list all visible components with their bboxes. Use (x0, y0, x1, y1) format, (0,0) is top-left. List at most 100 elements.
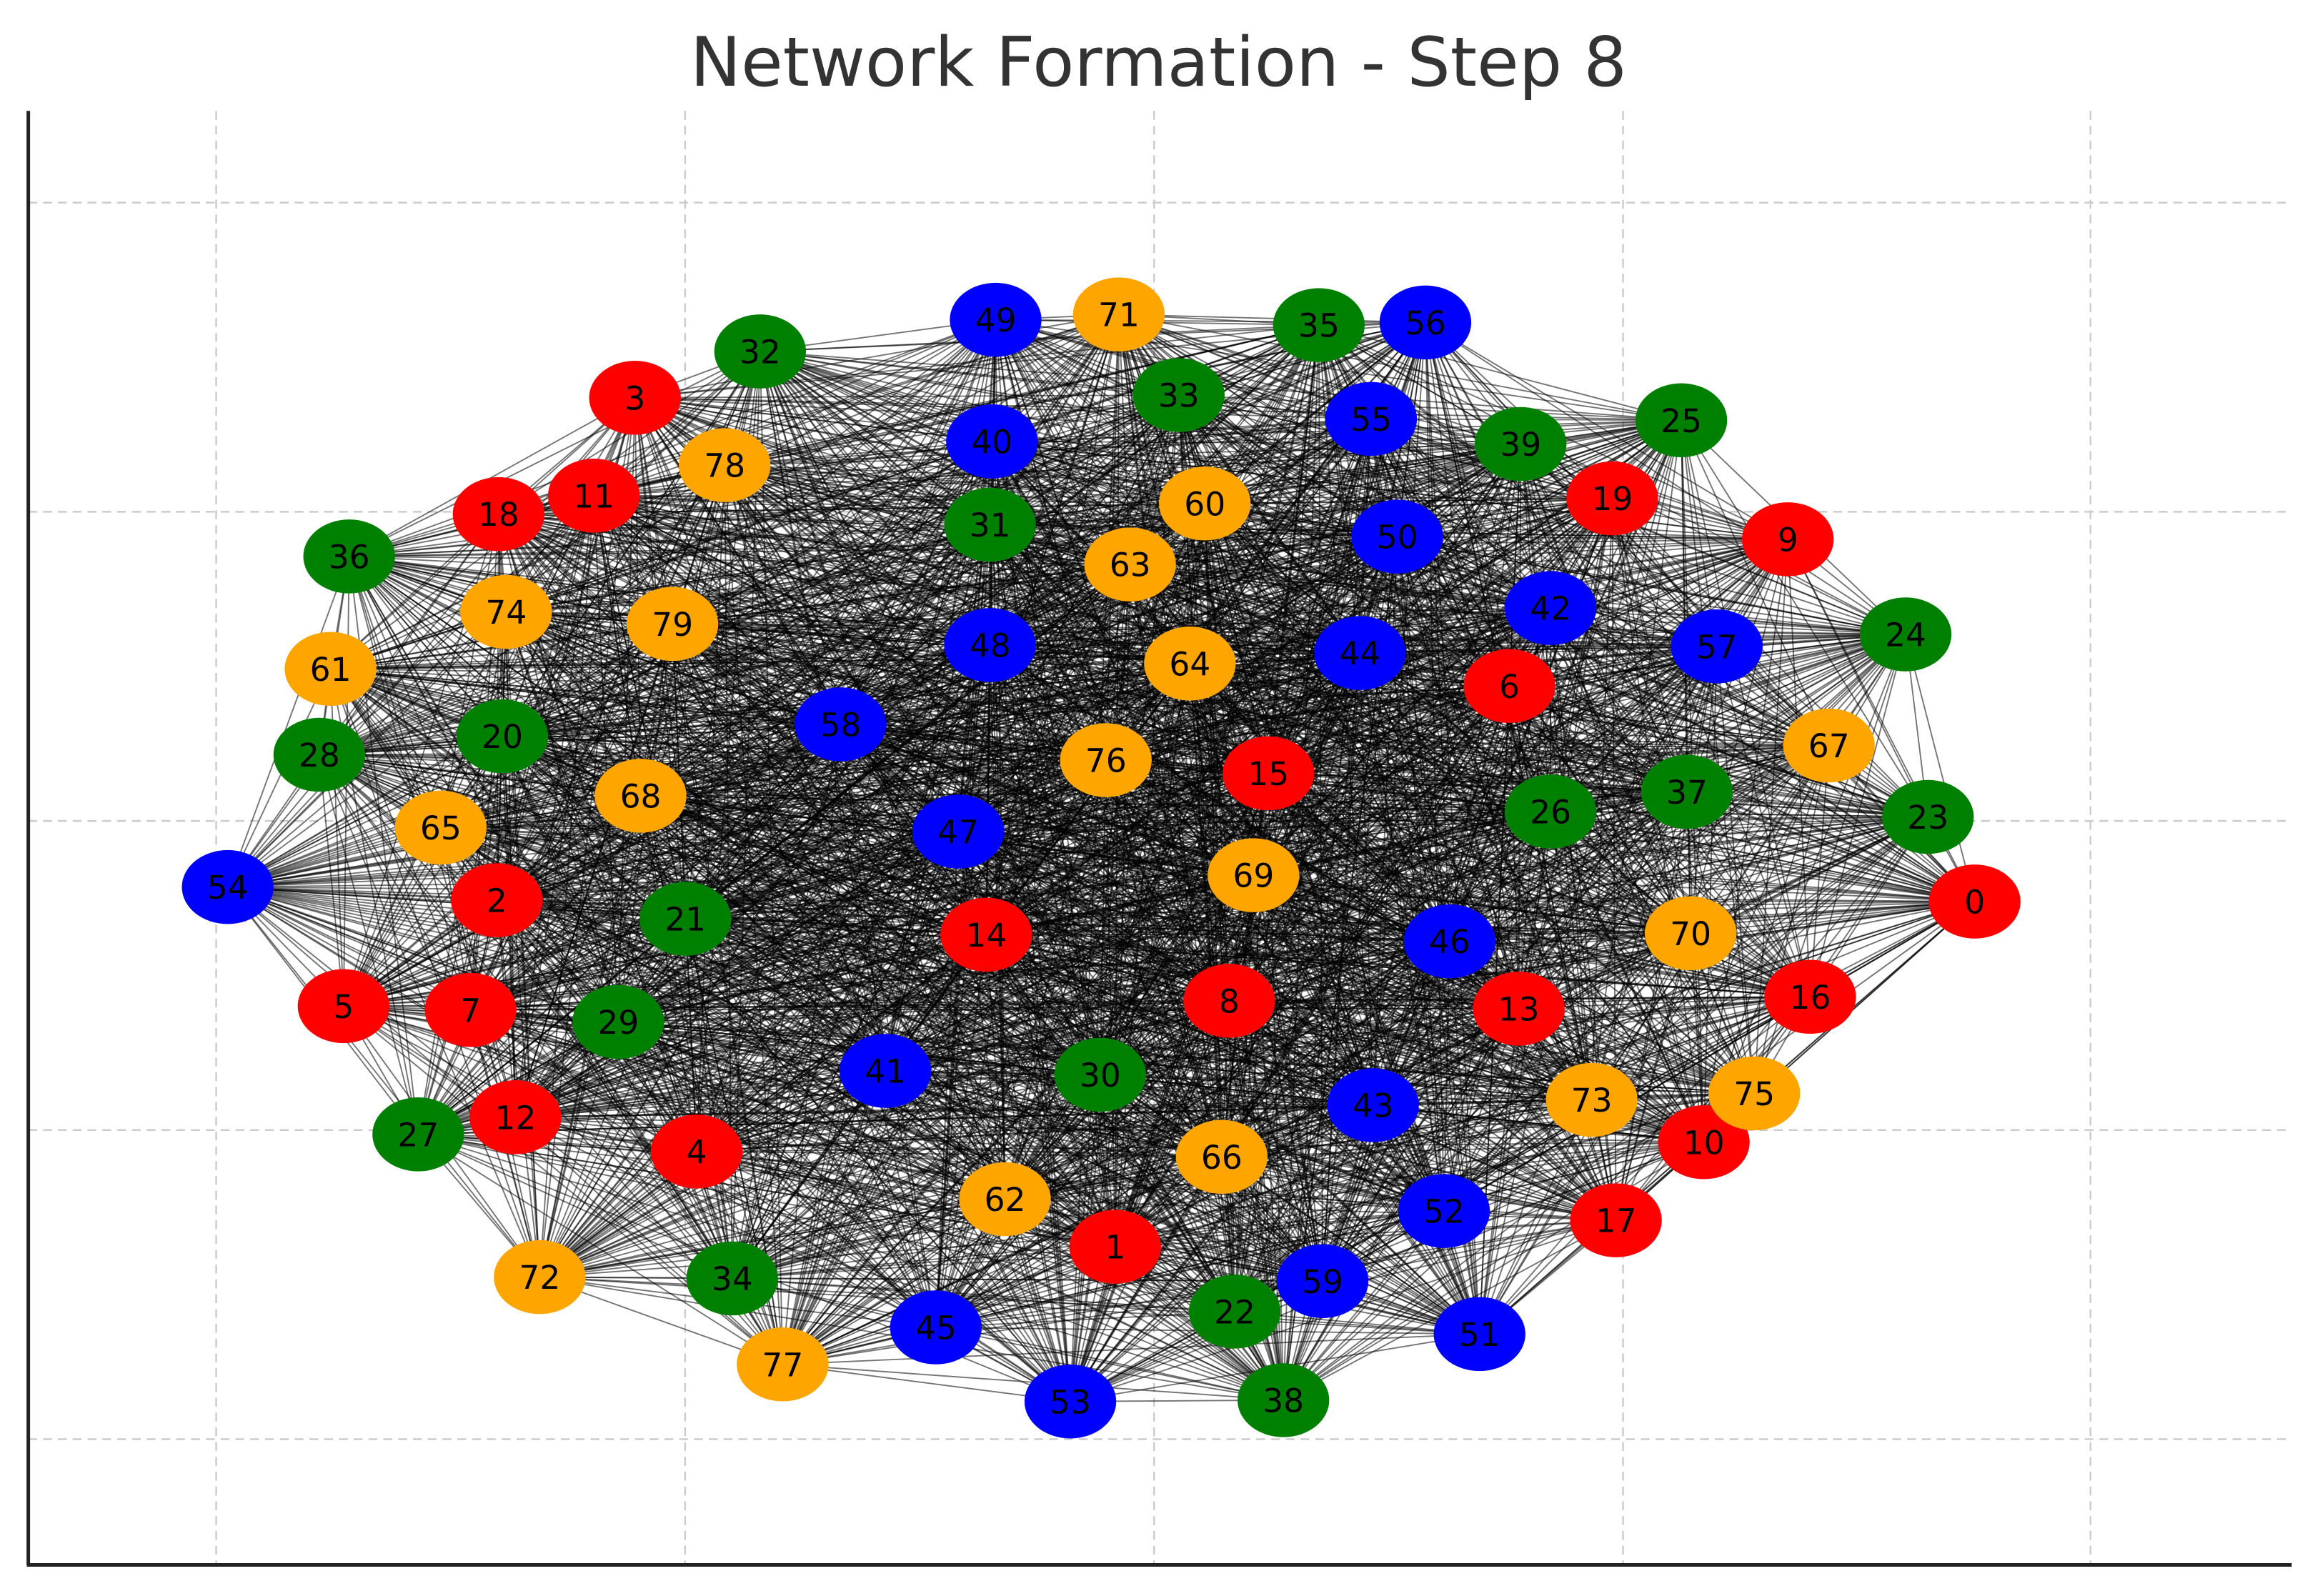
edge-43-69 (1253, 874, 1374, 1106)
edge-61-67 (330, 668, 1829, 747)
node-label-49: 49 (975, 301, 1017, 339)
node-label-15: 15 (1248, 755, 1289, 793)
edge-29-72 (539, 1022, 619, 1277)
edge-56-67 (1425, 321, 1830, 747)
edge-44-66 (1220, 652, 1361, 1157)
node-label-40: 40 (971, 423, 1012, 461)
node-label-46: 46 (1429, 923, 1470, 961)
node-circle-32 (714, 314, 807, 389)
edge-27-37 (418, 791, 1688, 1135)
edge-34-68 (639, 795, 733, 1279)
node-circle-62 (959, 1162, 1051, 1237)
node-circle-14 (940, 897, 1032, 972)
node-label-48: 48 (970, 627, 1011, 664)
edge-49-59 (995, 319, 1323, 1282)
node-25: 25 (1635, 383, 1728, 457)
node-circle-36 (303, 519, 395, 594)
edge-76-78 (724, 464, 1107, 761)
node-circle-79 (626, 587, 719, 662)
node-label-54: 54 (207, 869, 249, 907)
node-circle-1 (1069, 1210, 1161, 1284)
edge-58-73 (840, 724, 1593, 1101)
edge-51-77 (782, 1333, 1480, 1365)
edge-33-72 (539, 394, 1180, 1278)
node-49: 49 (950, 282, 1042, 357)
edge-57-58 (840, 645, 1717, 725)
edge-45-71 (935, 314, 1120, 1328)
node-30: 30 (1054, 1037, 1147, 1112)
edge-13-54 (227, 886, 1519, 1009)
edge-48-77 (782, 644, 991, 1365)
edge-49-58 (840, 319, 997, 725)
edge-36-58 (349, 556, 841, 725)
edge-28-34 (319, 754, 733, 1280)
edge-26-31 (990, 524, 1551, 812)
node-label-45: 45 (915, 1310, 957, 1347)
edge-45-74 (505, 612, 937, 1328)
node-circle-75 (1708, 1056, 1801, 1131)
node-label-65: 65 (420, 809, 462, 847)
node-label-33: 33 (1158, 377, 1200, 415)
node-label-10: 10 (1683, 1124, 1725, 1162)
node-circle-66 (1175, 1119, 1268, 1194)
node-circle-13 (1473, 972, 1565, 1046)
node-label-21: 21 (664, 901, 706, 939)
node-circle-3 (589, 360, 681, 435)
edge-45-75 (935, 1092, 1755, 1328)
node-circle-39 (1475, 407, 1567, 482)
edge-35-51 (1318, 324, 1480, 1335)
node-label-70: 70 (1670, 915, 1711, 953)
node-label-77: 77 (762, 1346, 803, 1384)
node-label-67: 67 (1808, 727, 1850, 765)
edge-54-58 (227, 723, 841, 888)
node-circle-38 (1237, 1363, 1330, 1437)
node-9: 9 (1742, 502, 1834, 577)
node-5: 5 (297, 969, 390, 1044)
node-51: 51 (1433, 1297, 1525, 1372)
node-63: 63 (1084, 527, 1176, 602)
node-13: 13 (1473, 972, 1565, 1046)
edge-57-60 (1204, 502, 1718, 647)
node-circle-33 (1132, 358, 1225, 432)
chart-title: Network Formation - Step 8 (690, 24, 1627, 102)
node-circle-49 (950, 282, 1042, 357)
node-79: 79 (626, 587, 719, 662)
node-24: 24 (1859, 597, 1952, 672)
edge-47-62 (957, 831, 1006, 1200)
node-14: 14 (940, 897, 1032, 972)
edge-67-79 (672, 623, 1829, 747)
edge-58-64 (840, 662, 1190, 725)
edge-46-58 (840, 724, 1450, 942)
node-circle-56 (1379, 285, 1472, 360)
node-circle-61 (284, 632, 377, 707)
edge-53-59 (1070, 1280, 1323, 1402)
edge-67-75 (1753, 745, 1830, 1094)
edge-35-62 (1004, 324, 1320, 1200)
edge-62-79 (672, 623, 1006, 1200)
node-circle-42 (1504, 571, 1597, 645)
node-circle-9 (1742, 502, 1834, 577)
edge-74-77 (505, 612, 784, 1365)
edge-58-61 (330, 668, 841, 725)
node-circle-41 (840, 1034, 932, 1108)
edge-60-72 (539, 503, 1205, 1278)
node-label-27: 27 (397, 1116, 439, 1154)
node-70: 70 (1644, 896, 1737, 971)
node-58: 58 (795, 687, 887, 762)
edge-43-56 (1372, 322, 1426, 1106)
node-label-20: 20 (482, 718, 523, 756)
node-40: 40 (946, 404, 1038, 479)
edge-64-79 (672, 623, 1190, 664)
node-circle-18 (452, 477, 544, 552)
node-circle-50 (1351, 499, 1443, 574)
edge-39-75 (1520, 444, 1756, 1094)
node-label-57: 57 (1696, 628, 1738, 666)
node-label-38: 38 (1263, 1382, 1304, 1420)
edge-7-28 (319, 754, 472, 1011)
node-75: 75 (1708, 1056, 1801, 1131)
edge-56-64 (1189, 321, 1426, 664)
node-circle-73 (1545, 1062, 1638, 1137)
edge-56-58 (840, 321, 1426, 725)
edge-17-67 (1615, 745, 1830, 1221)
